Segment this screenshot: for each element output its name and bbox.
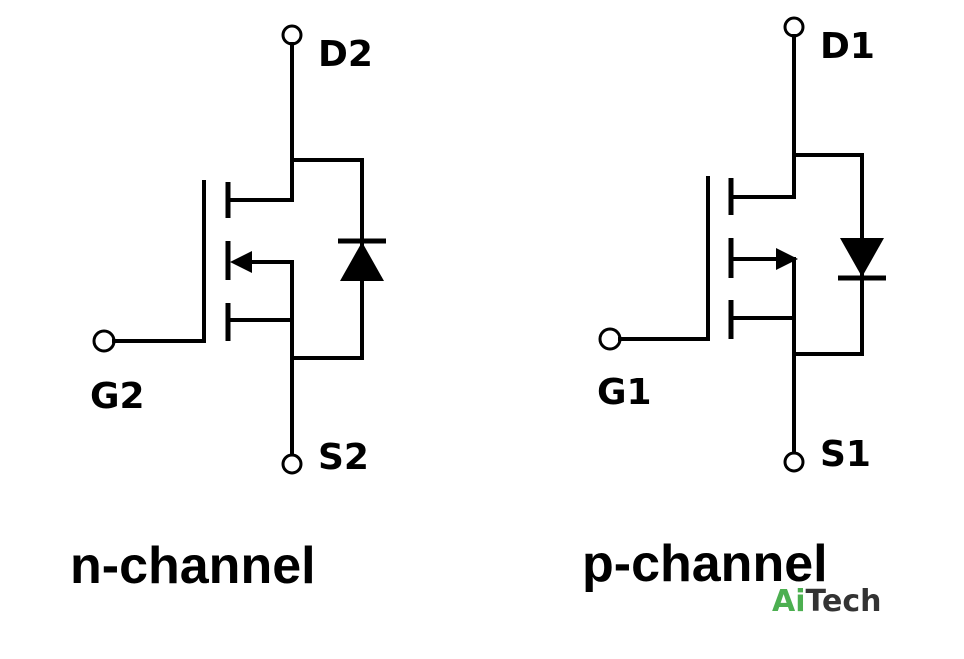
- arrow-in-icon: [230, 251, 252, 273]
- source-label: S1: [820, 434, 871, 475]
- body-diode-icon: [840, 238, 884, 277]
- aitech-watermark: AiTech: [772, 584, 881, 619]
- source-terminal: [281, 453, 303, 475]
- gate-terminal: [598, 327, 622, 351]
- p-channel-caption: p-channel: [582, 535, 828, 593]
- body-diode-icon: [340, 242, 384, 281]
- p-channel-mosfet: D1 G1 S1 p-channel: [582, 16, 886, 593]
- n-channel-caption: n-channel: [70, 537, 316, 595]
- arrow-out-icon: [776, 248, 798, 270]
- gate-terminal: [92, 329, 116, 353]
- drain-label: D1: [820, 26, 875, 67]
- gate-label: G2: [90, 376, 145, 417]
- gate-label: G1: [597, 372, 652, 413]
- drain-terminal: [281, 24, 303, 46]
- drain-terminal: [783, 16, 805, 38]
- source-terminal: [783, 451, 805, 473]
- watermark-part-2: Tech: [806, 584, 882, 619]
- source-label: S2: [318, 437, 369, 478]
- watermark-part-1: Ai: [772, 584, 806, 619]
- drain-label: D2: [318, 34, 373, 75]
- n-channel-mosfet: D2 G2 S2 n-channel: [70, 24, 386, 595]
